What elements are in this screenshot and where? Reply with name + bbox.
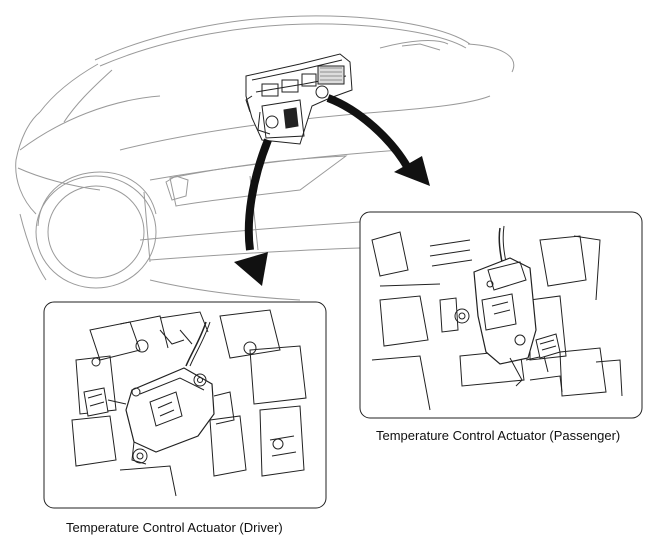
hvac-unit: [245, 53, 353, 145]
arrow-to-passenger: [326, 94, 430, 186]
passenger-detail-box: [359, 211, 643, 419]
driver-detail-box: [43, 301, 327, 509]
passenger-actuator-illustration: [371, 225, 623, 411]
driver-actuator-illustration: [71, 309, 307, 497]
car-outline: [15, 15, 515, 301]
arrow-to-driver: [234, 138, 272, 286]
caption-driver-actuator: Temperature Control Actuator (Driver): [66, 520, 283, 535]
caption-passenger-actuator: Temperature Control Actuator (Passenger): [376, 428, 621, 443]
